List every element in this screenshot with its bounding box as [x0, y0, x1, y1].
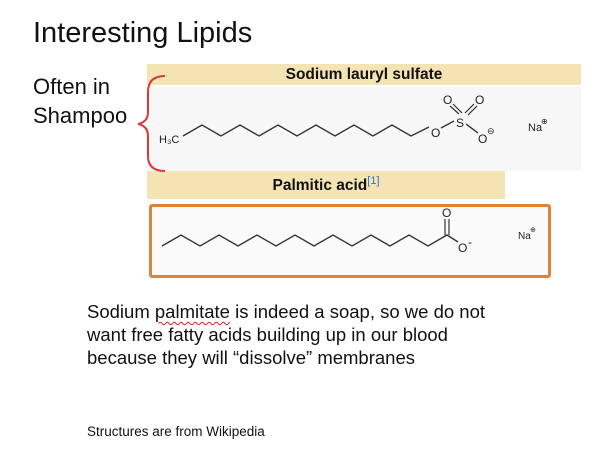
line-1-start: Sodium: [87, 301, 155, 322]
sls-h3c-label: H₃C: [159, 134, 179, 146]
sodium-lauryl-sulfate-title: Sodium lauryl sulfate: [147, 64, 581, 85]
sls-carbon-chain: [182, 124, 430, 137]
sls-double-bond-right-a: [464, 103, 475, 114]
line-1-end: is indeed a soap, so we do not: [229, 301, 486, 322]
sodium-lauryl-sulfate-structure-panel: [147, 87, 581, 171]
palmitate-plus-charge: ⊕: [530, 227, 536, 234]
sls-minus-charge: ⊖: [487, 126, 495, 136]
sls-sodium: Na: [528, 122, 543, 134]
palmitate-carbonyl-oxygen: O: [442, 206, 451, 220]
sls-double-bond-left-b: [452, 103, 463, 114]
side-label-line-1: Often in: [33, 74, 111, 99]
palmitic-acid-structure-box: [149, 204, 551, 278]
palmitate-carbon-chain: [161, 234, 459, 247]
sls-double-bond-left-a: [449, 105, 460, 115]
shampoo-bracket: [137, 75, 166, 172]
palmitic-acid-ref-link[interactable]: [1]: [367, 174, 380, 187]
sls-oxygen-top-left: O: [443, 93, 452, 107]
source-footnote: Structures are from Wikipedia: [87, 424, 265, 439]
explanation-line-2: want free fatty acids building up in our…: [87, 324, 448, 345]
spellcheck-underlined-word: palmitate: [154, 301, 230, 322]
sls-double-bond-right-b: [467, 105, 478, 116]
side-label-line-2: Shampoo: [33, 103, 128, 128]
often-in-shampoo-label: Often in Shampoo: [33, 72, 127, 130]
explanation-line-1: Sodium palmitate is indeed a soap, so we…: [87, 300, 587, 323]
sls-sulfur: S: [456, 116, 464, 130]
sls-ester-oxygen: O: [431, 126, 440, 140]
sls-plus-charge: ⊕: [541, 117, 548, 126]
palmitic-acid-title: Palmitic acid[1]: [147, 171, 505, 199]
palmitate-minus-charge: -: [468, 235, 472, 249]
sls-oxygen-minus: O: [478, 132, 487, 146]
sls-oxygen-top-right: O: [475, 93, 484, 107]
palmitate-sodium: Na: [518, 231, 531, 242]
palmitate-oxygen-minus: O: [458, 241, 467, 255]
slide-title: Interesting Lipids: [33, 17, 253, 49]
explanation-paragraph: Sodium palmitate is indeed a soap, so we…: [87, 300, 587, 369]
sls-s-o-minus-bond: [465, 123, 479, 134]
sls-o-s-bond: [440, 120, 455, 129]
palmitic-acid-name: Palmitic acid: [272, 177, 368, 194]
explanation-line-3: because they will “dissolve” membranes: [87, 347, 415, 368]
